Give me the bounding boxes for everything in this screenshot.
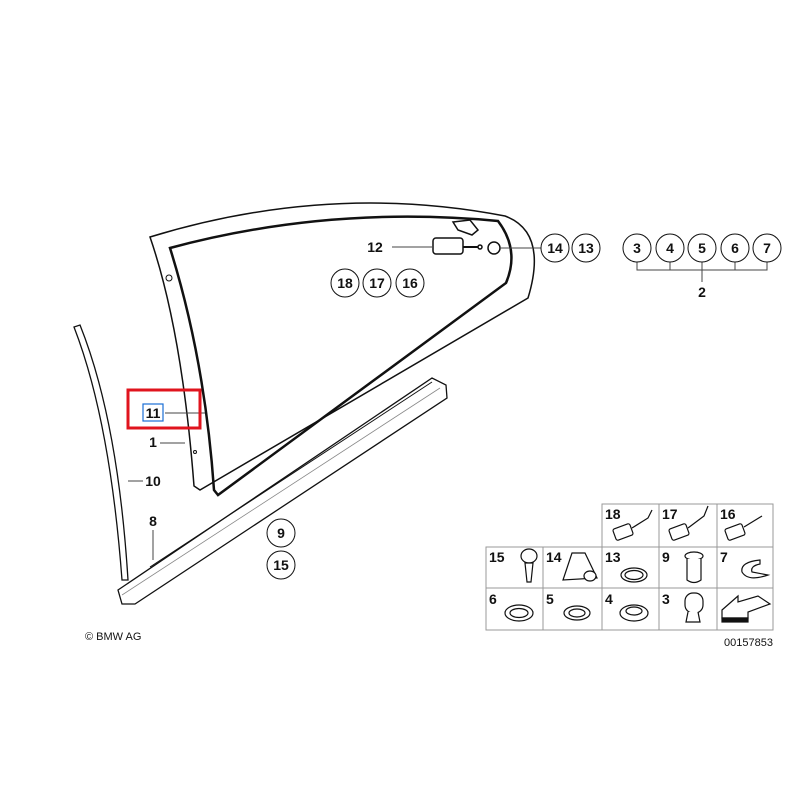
hinge-lock-part[interactable] bbox=[432, 219, 501, 255]
callout-3[interactable]: 3 bbox=[633, 240, 641, 256]
grid-label-17: 17 bbox=[662, 506, 678, 522]
terminal-16-icon bbox=[724, 515, 763, 541]
seal-strip-10[interactable] bbox=[73, 324, 129, 581]
washer-5-icon bbox=[563, 605, 591, 621]
window-frame-outline bbox=[149, 202, 535, 491]
callout-16[interactable]: 16 bbox=[402, 275, 418, 291]
parts-grid bbox=[485, 503, 774, 631]
callout-9[interactable]: 9 bbox=[277, 525, 285, 541]
grid-label-18: 18 bbox=[605, 506, 621, 522]
callout-2[interactable]: 2 bbox=[698, 284, 706, 300]
grommet-14-icon bbox=[562, 552, 598, 582]
grid-label-15: 15 bbox=[489, 549, 505, 565]
grid-label-16: 16 bbox=[720, 506, 736, 522]
window-molding-8[interactable] bbox=[117, 377, 448, 605]
grid-label-9: 9 bbox=[662, 549, 670, 565]
grid-label-13: 13 bbox=[605, 549, 621, 565]
callout-14[interactable]: 14 bbox=[547, 240, 563, 256]
callout-12[interactable]: 12 bbox=[367, 239, 383, 255]
selected-label-box bbox=[142, 403, 164, 422]
callout-17[interactable]: 17 bbox=[369, 275, 385, 291]
grid-label-5: 5 bbox=[546, 591, 554, 607]
washer-6-icon bbox=[504, 604, 534, 622]
grid-label-4: 4 bbox=[605, 591, 613, 607]
terminal-18-icon bbox=[612, 509, 653, 541]
grid-label-3: 3 bbox=[662, 591, 670, 607]
callout-circles bbox=[266, 233, 782, 580]
callout-11[interactable]: 11 bbox=[146, 405, 161, 421]
grid-label-6: 6 bbox=[489, 591, 497, 607]
grid-label-14: 14 bbox=[546, 549, 562, 565]
terminal-17-icon bbox=[668, 505, 709, 541]
copyright-text: © BMW AG bbox=[85, 631, 141, 643]
callout-4[interactable]: 4 bbox=[666, 240, 674, 256]
grommet-4-icon bbox=[619, 604, 649, 622]
frame-hole bbox=[193, 450, 197, 454]
callout-13[interactable]: 13 bbox=[578, 240, 594, 256]
callout-1[interactable]: 1 bbox=[149, 434, 157, 450]
callout-10[interactable]: 10 bbox=[145, 473, 161, 489]
callout-15[interactable]: 15 bbox=[273, 557, 289, 573]
clip-15-icon bbox=[520, 548, 538, 583]
frame-hole bbox=[165, 274, 173, 282]
arrow-direction-icon bbox=[721, 594, 772, 623]
grid-label-7: 7 bbox=[720, 549, 728, 565]
seal-ring-13-icon bbox=[620, 567, 648, 583]
clip-3-icon bbox=[684, 592, 704, 623]
sleeve-9-icon bbox=[684, 551, 704, 584]
callout-18[interactable]: 18 bbox=[337, 275, 353, 291]
callout-5[interactable]: 5 bbox=[698, 240, 706, 256]
highlight-box bbox=[126, 388, 202, 430]
diagram-number: 00157853 bbox=[724, 637, 773, 649]
callout-8[interactable]: 8 bbox=[149, 513, 157, 529]
callout-7[interactable]: 7 bbox=[763, 240, 771, 256]
callout-6[interactable]: 6 bbox=[731, 240, 739, 256]
clip-7-icon bbox=[741, 559, 771, 579]
